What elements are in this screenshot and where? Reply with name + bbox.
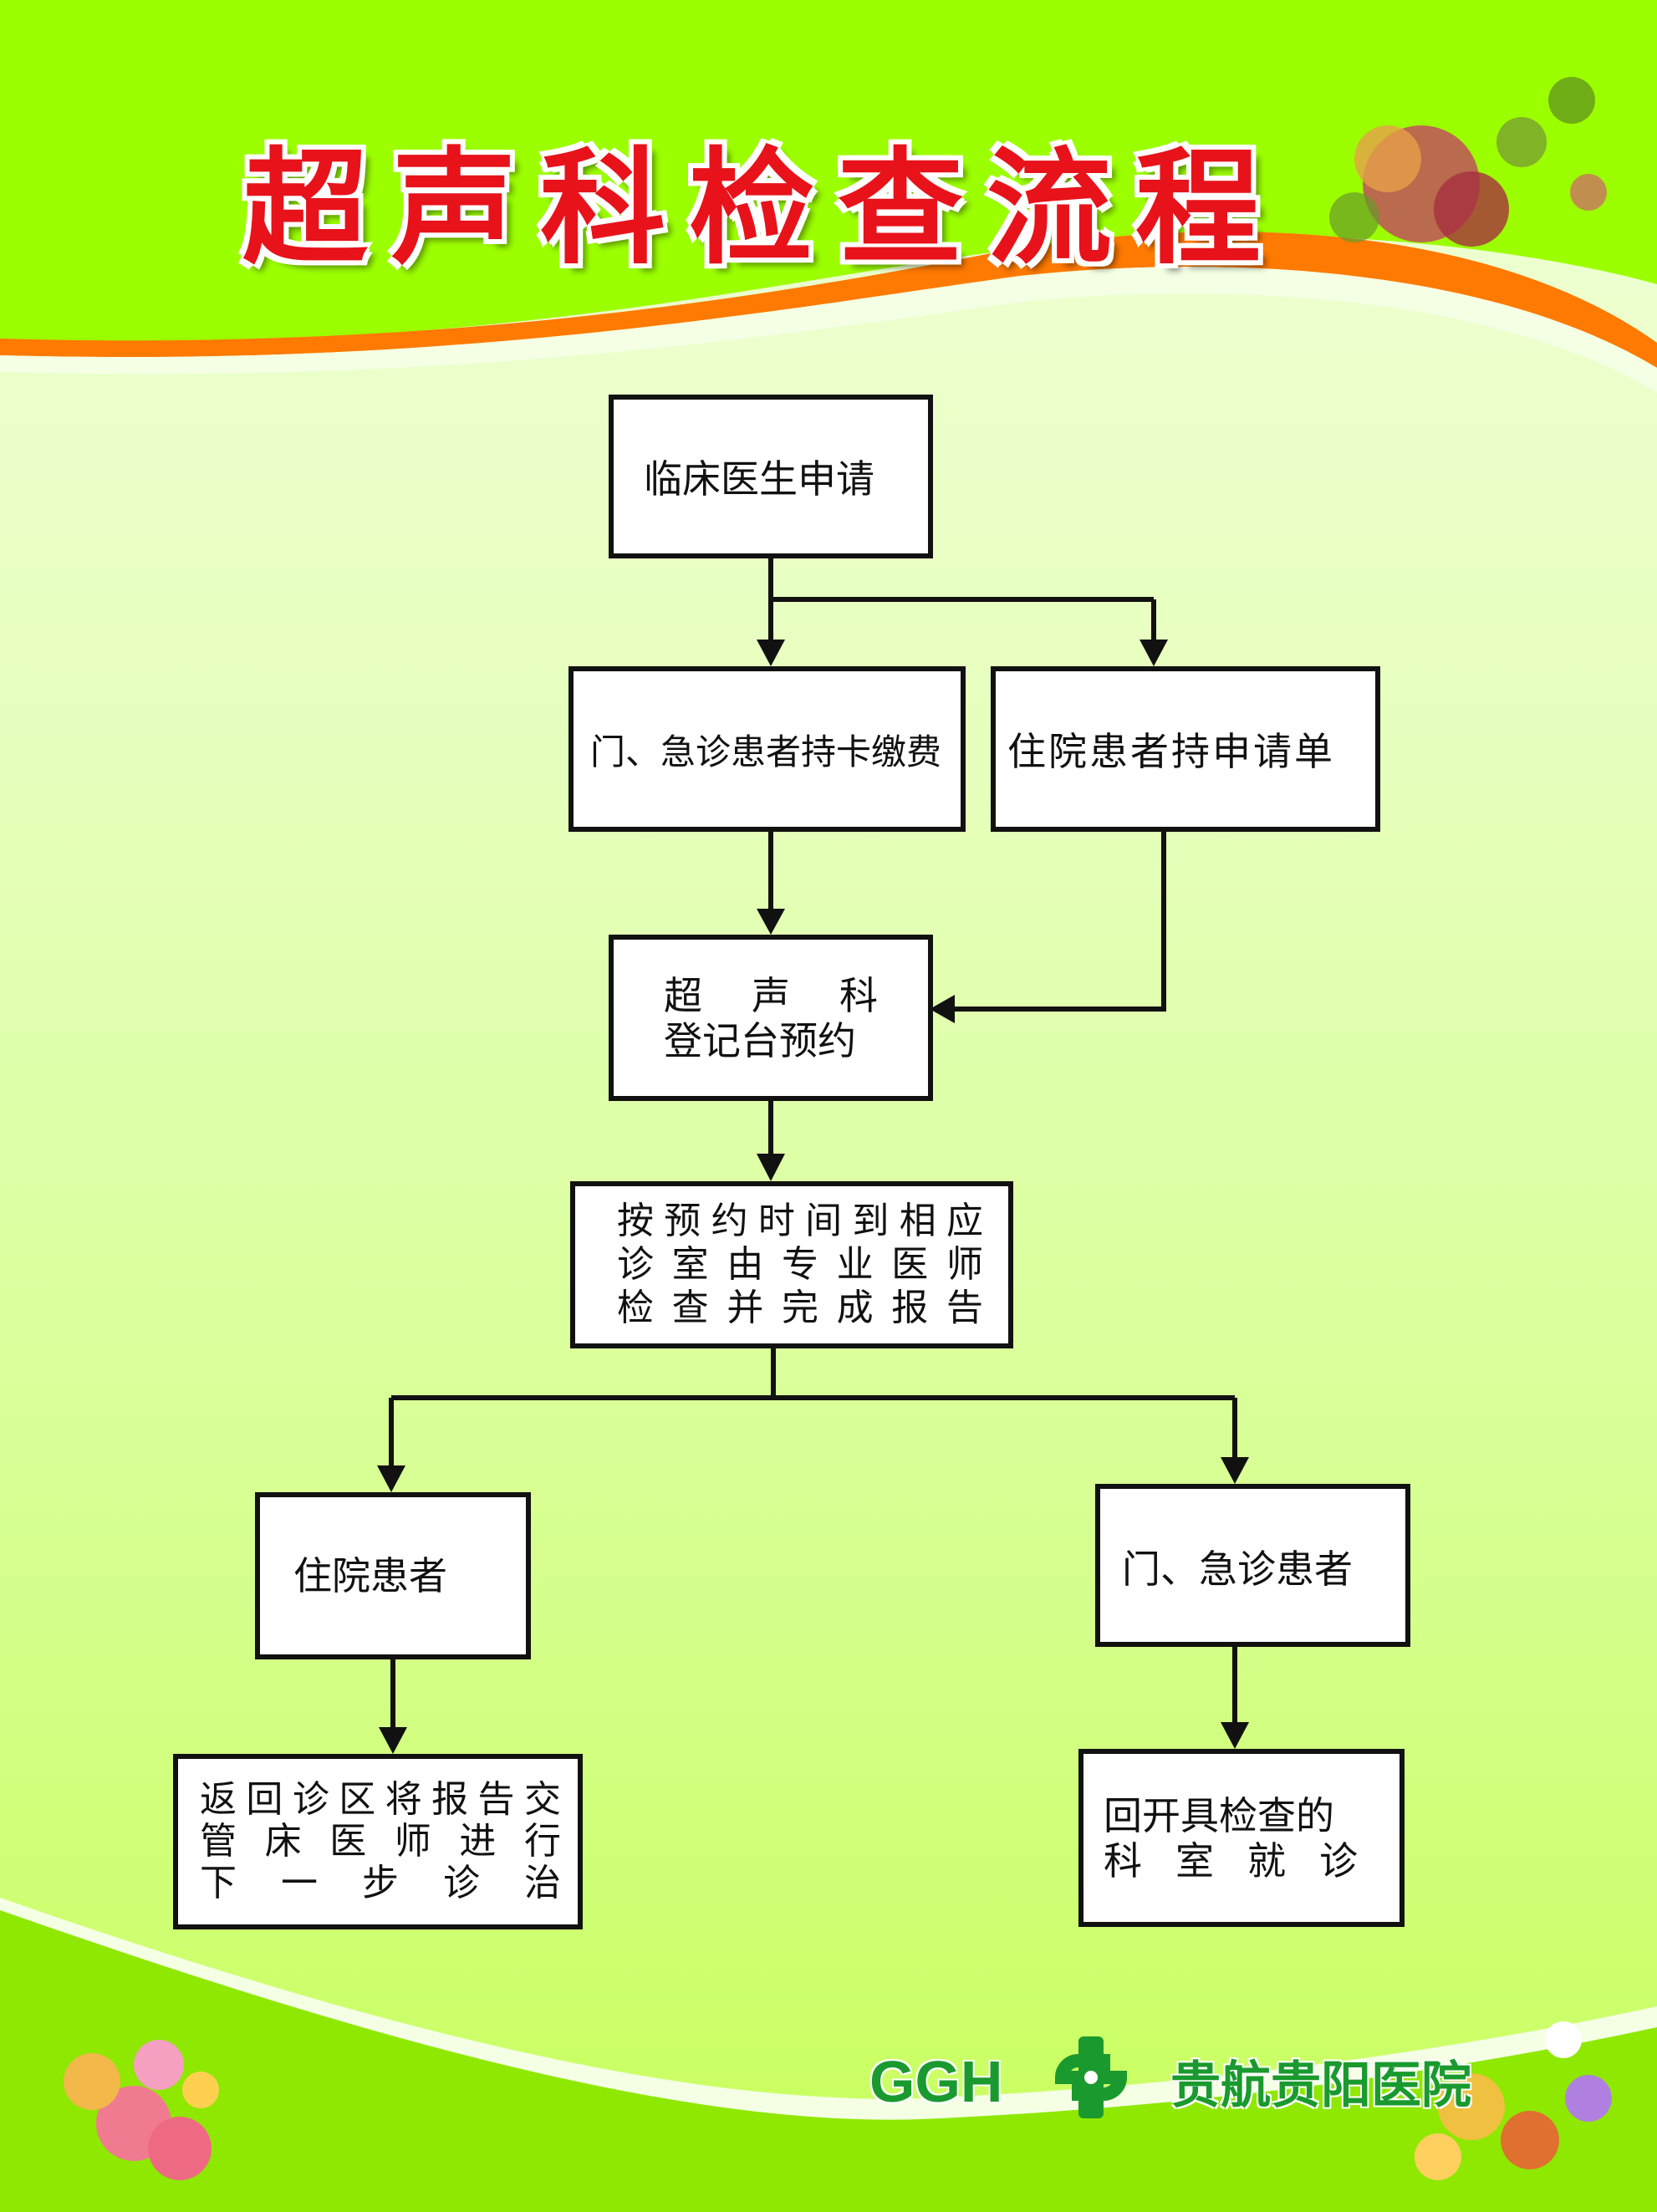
flow-arrowheads [377,640,1249,1754]
arrowhead [757,909,785,935]
register-line-1: 超 声 科 [664,972,878,1018]
node-clinical-apply: 临床医生申请 [609,395,933,558]
flow-connectors [389,558,1237,1727]
return-line-2: 管床医师进行 [200,1820,561,1863]
register-line-2: 登记台预约 [664,1017,856,1063]
page-title: 超声科检查流程 [242,136,1285,282]
return-line-1: 返回诊区将报告交 [200,1778,561,1821]
node-label: 临床医生申请 [644,456,874,502]
node-label: 住院患者 [293,1553,447,1598]
arrowhead [757,1154,785,1181]
back-line-1: 回开具检查的 [1104,1792,1334,1838]
top-green-band [0,0,1657,344]
node-inpatient-form: 住院患者持申请单 [991,666,1380,832]
bottom-green-band [0,1906,1657,2212]
top-white-swoosh [0,267,1657,393]
green-cross-logo-icon [1054,2036,1128,2118]
node-ultrasound-register: 超 声 科 登记台预约 [609,935,933,1101]
node-label: 门、急诊患者 [1122,1547,1353,1592]
node-exam: 按预约时间到相应 诊室由专业医师 检查并完成报告 [570,1181,1013,1348]
arrowhead [377,1465,405,1492]
node-label: 住院患者持申请单 [1007,729,1335,774]
node-label: 门、急诊患者持卡缴费 [590,731,942,772]
arrowhead [1140,640,1168,666]
flower-decoration-top-right [1329,77,1607,247]
node-outpatient-pay: 门、急诊患者持卡缴费 [568,666,966,832]
top-orange-swoosh [0,232,1657,368]
flower-decoration-bottom-right [1415,2021,1612,2180]
arrowhead [1221,1457,1249,1484]
brand-abbr: GGH [869,2049,1003,2114]
arrowhead [379,1727,407,1754]
node-back-department: 回开具检查的 科室就诊 [1078,1749,1405,1927]
node-outpatient: 门、急诊患者 [1095,1484,1410,1647]
exam-line-2: 诊室由专业医师 [617,1243,983,1286]
node-return-ward: 返回诊区将报告交 管床医师进行 下一步诊治 [173,1754,583,1929]
arrowhead [930,995,955,1023]
node-inpatient: 住院患者 [255,1492,531,1659]
exam-line-1: 按预约时间到相应 [617,1200,983,1242]
arrowhead [1221,1722,1249,1749]
arrowhead [757,640,785,666]
return-line-3: 下一步诊治 [200,1862,561,1904]
flower-decoration-bottom-left [64,2040,219,2180]
back-line-2: 科室就诊 [1104,1837,1358,1883]
hospital-name: 贵航贵阳医院 [1170,2057,1471,2115]
bottom-light-swoosh [0,1898,1657,2120]
exam-line-3: 检查并完成报告 [617,1287,983,1329]
